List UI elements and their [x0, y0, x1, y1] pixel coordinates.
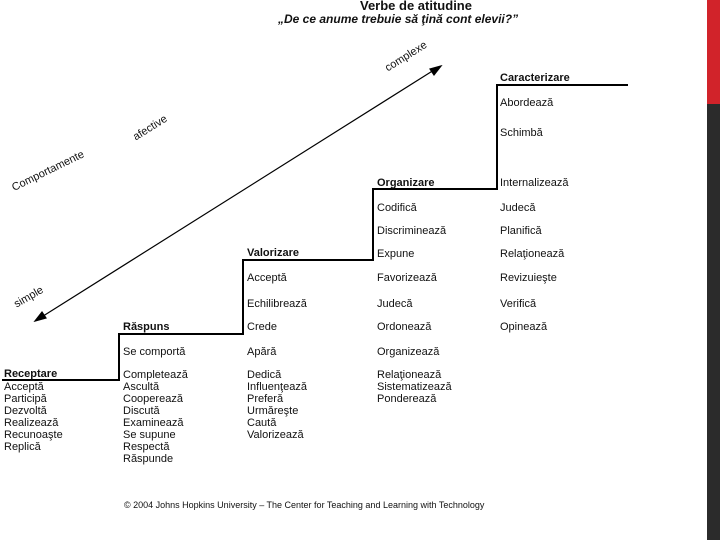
- verb: Expune: [377, 248, 415, 260]
- verb: Echilibrează: [247, 298, 307, 310]
- verb: Respectă: [123, 441, 170, 453]
- verb: Ordonează: [377, 321, 432, 333]
- verb: Discriminează: [377, 225, 447, 237]
- verb: Favorizează: [377, 272, 437, 284]
- page-title: Verbe de atitudine: [360, 0, 472, 13]
- verb: Schimbă: [500, 127, 543, 139]
- verb: Relaţionează: [500, 248, 565, 260]
- verb: Preferă: [247, 393, 284, 405]
- verb: Completează: [123, 369, 188, 381]
- verb: Realizează: [4, 417, 59, 429]
- verb: Judecă: [500, 202, 536, 214]
- verb: Cooperează: [123, 393, 183, 405]
- verb: Organizează: [377, 346, 440, 358]
- verb: Opinează: [500, 321, 548, 333]
- verb: Examinează: [123, 417, 184, 429]
- verb: Caută: [247, 417, 277, 429]
- diagonal-arrow-line: [39, 69, 435, 319]
- verb: Dezvoltă: [4, 405, 47, 417]
- verb: Urmăreşte: [247, 405, 299, 417]
- verb: Planifică: [500, 225, 542, 237]
- verb: Dedică: [247, 369, 282, 381]
- verb: Acceptă: [247, 272, 287, 284]
- sidebar-accent-red: [707, 0, 720, 104]
- verb: Ponderează: [377, 393, 437, 405]
- level-heading-raspuns: Răspuns: [123, 321, 170, 333]
- verb: Discută: [123, 405, 160, 417]
- level-heading-receptare: Receptare: [4, 368, 58, 380]
- arrowhead-bottom: [33, 310, 47, 323]
- verb: Judecă: [377, 298, 413, 310]
- staircase-line: [2, 84, 628, 381]
- page-subtitle: „De ce anume trebuie să ţină cont elevii…: [278, 12, 519, 26]
- verb: Internalizează: [500, 177, 569, 189]
- verb: Se comportă: [123, 346, 186, 358]
- verb: Participă: [4, 393, 47, 405]
- level-heading-valorizare: Valorizare: [247, 247, 299, 259]
- verb: Verifică: [500, 298, 537, 310]
- verb: Apără: [247, 346, 277, 358]
- arrowhead-top: [429, 64, 443, 77]
- level-heading-caracterizare: Caracterizare: [500, 72, 570, 84]
- verb: Replică: [4, 441, 41, 453]
- verb: Valorizează: [247, 429, 304, 441]
- verb: Răspunde: [123, 453, 174, 465]
- verb: Codifică: [377, 202, 417, 214]
- verb: Revizuieşte: [500, 272, 557, 284]
- verb: Crede: [247, 321, 277, 333]
- verb: Ascultă: [123, 381, 160, 393]
- verb: Relaţionează: [377, 369, 442, 381]
- level-heading-organizare: Organizare: [377, 177, 435, 189]
- copyright-footer: © 2004 Johns Hopkins University – The Ce…: [124, 500, 485, 510]
- verb: Abordează: [500, 97, 554, 109]
- sidebar-accent-dark: [707, 0, 720, 540]
- verb: Influenţează: [247, 381, 307, 393]
- verb: Sistematizează: [377, 381, 452, 393]
- verb: Recunoaşte: [4, 429, 63, 441]
- verb: Se supune: [123, 429, 176, 441]
- verb: Acceptă: [4, 381, 44, 393]
